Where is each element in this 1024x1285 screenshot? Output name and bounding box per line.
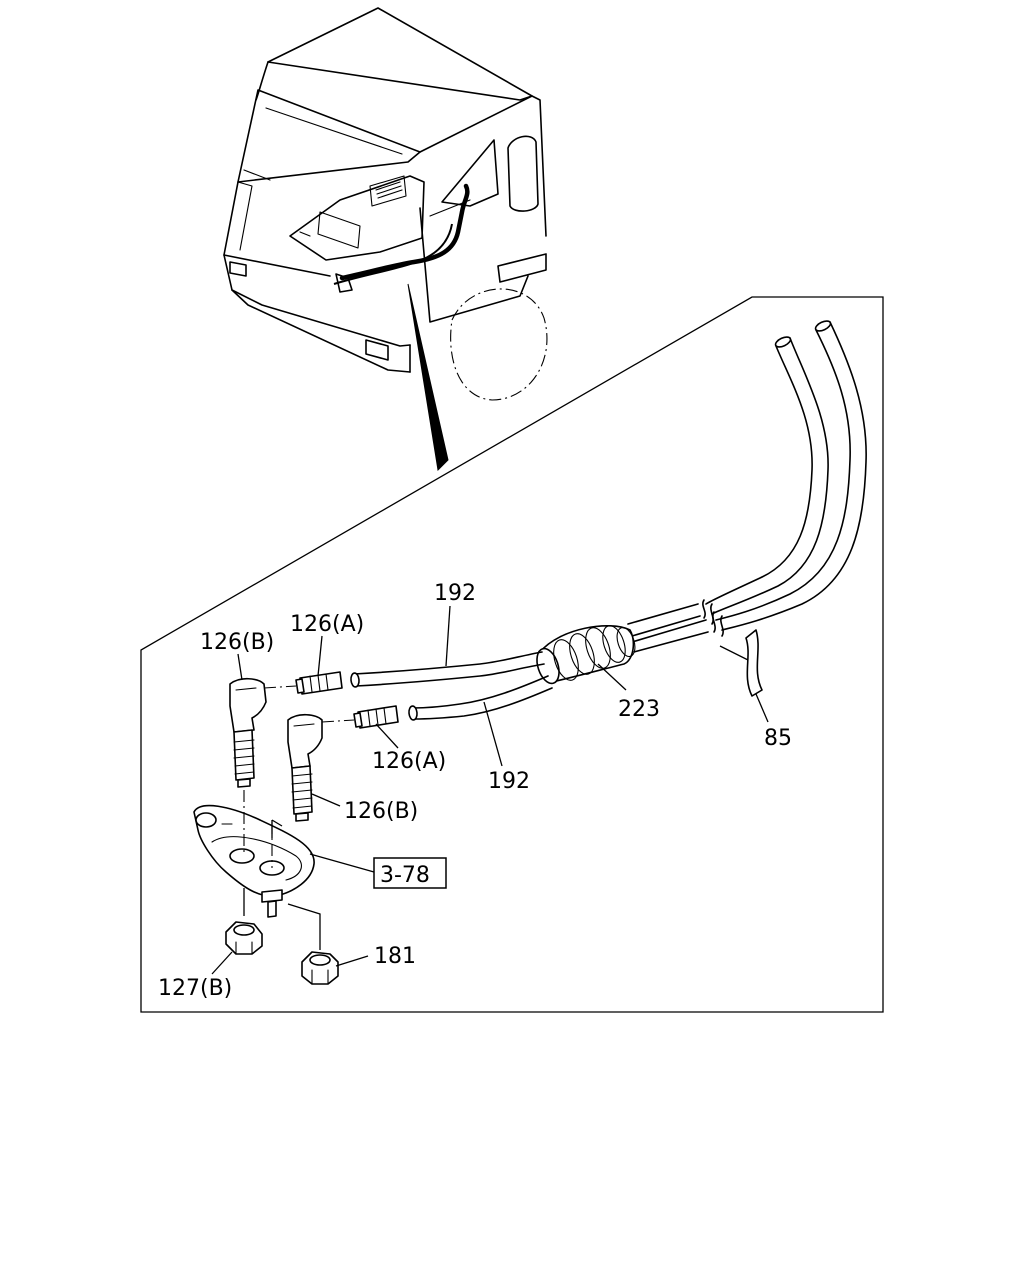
callout-126a-bottom: 126(A) bbox=[372, 749, 446, 774]
clip-85 bbox=[719, 629, 763, 697]
callout-127b: 127(B) bbox=[158, 976, 232, 1001]
bracket-3-78 bbox=[193, 790, 315, 918]
truck-cab bbox=[223, 7, 548, 472]
washer-hoses-192-lower bbox=[350, 651, 553, 721]
nozzle-126b-right bbox=[287, 713, 323, 822]
grommet-223 bbox=[536, 624, 636, 685]
detail-frame bbox=[140, 296, 884, 1013]
connector-126a-bottom bbox=[353, 705, 399, 729]
callout-181: 181 bbox=[374, 944, 416, 969]
washer-hoses-192 bbox=[627, 320, 867, 653]
callout-3-78[interactable]: 3-78 bbox=[380, 863, 430, 888]
connector-126a-top bbox=[295, 671, 343, 695]
callout-223: 223 bbox=[618, 697, 660, 722]
callout-126b-top: 126(B) bbox=[200, 630, 274, 655]
callout-85: 85 bbox=[764, 726, 792, 751]
callout-192-bottom: 192 bbox=[488, 769, 530, 794]
nut-181 bbox=[287, 903, 339, 985]
ref-box-3-78 bbox=[373, 857, 447, 889]
callout-126b-bottom: 126(B) bbox=[344, 799, 418, 824]
nozzle-126b-left bbox=[229, 677, 267, 788]
callout-192-top: 192 bbox=[434, 581, 476, 606]
callout-126a-top: 126(A) bbox=[290, 612, 364, 637]
nut-127b bbox=[225, 888, 263, 955]
